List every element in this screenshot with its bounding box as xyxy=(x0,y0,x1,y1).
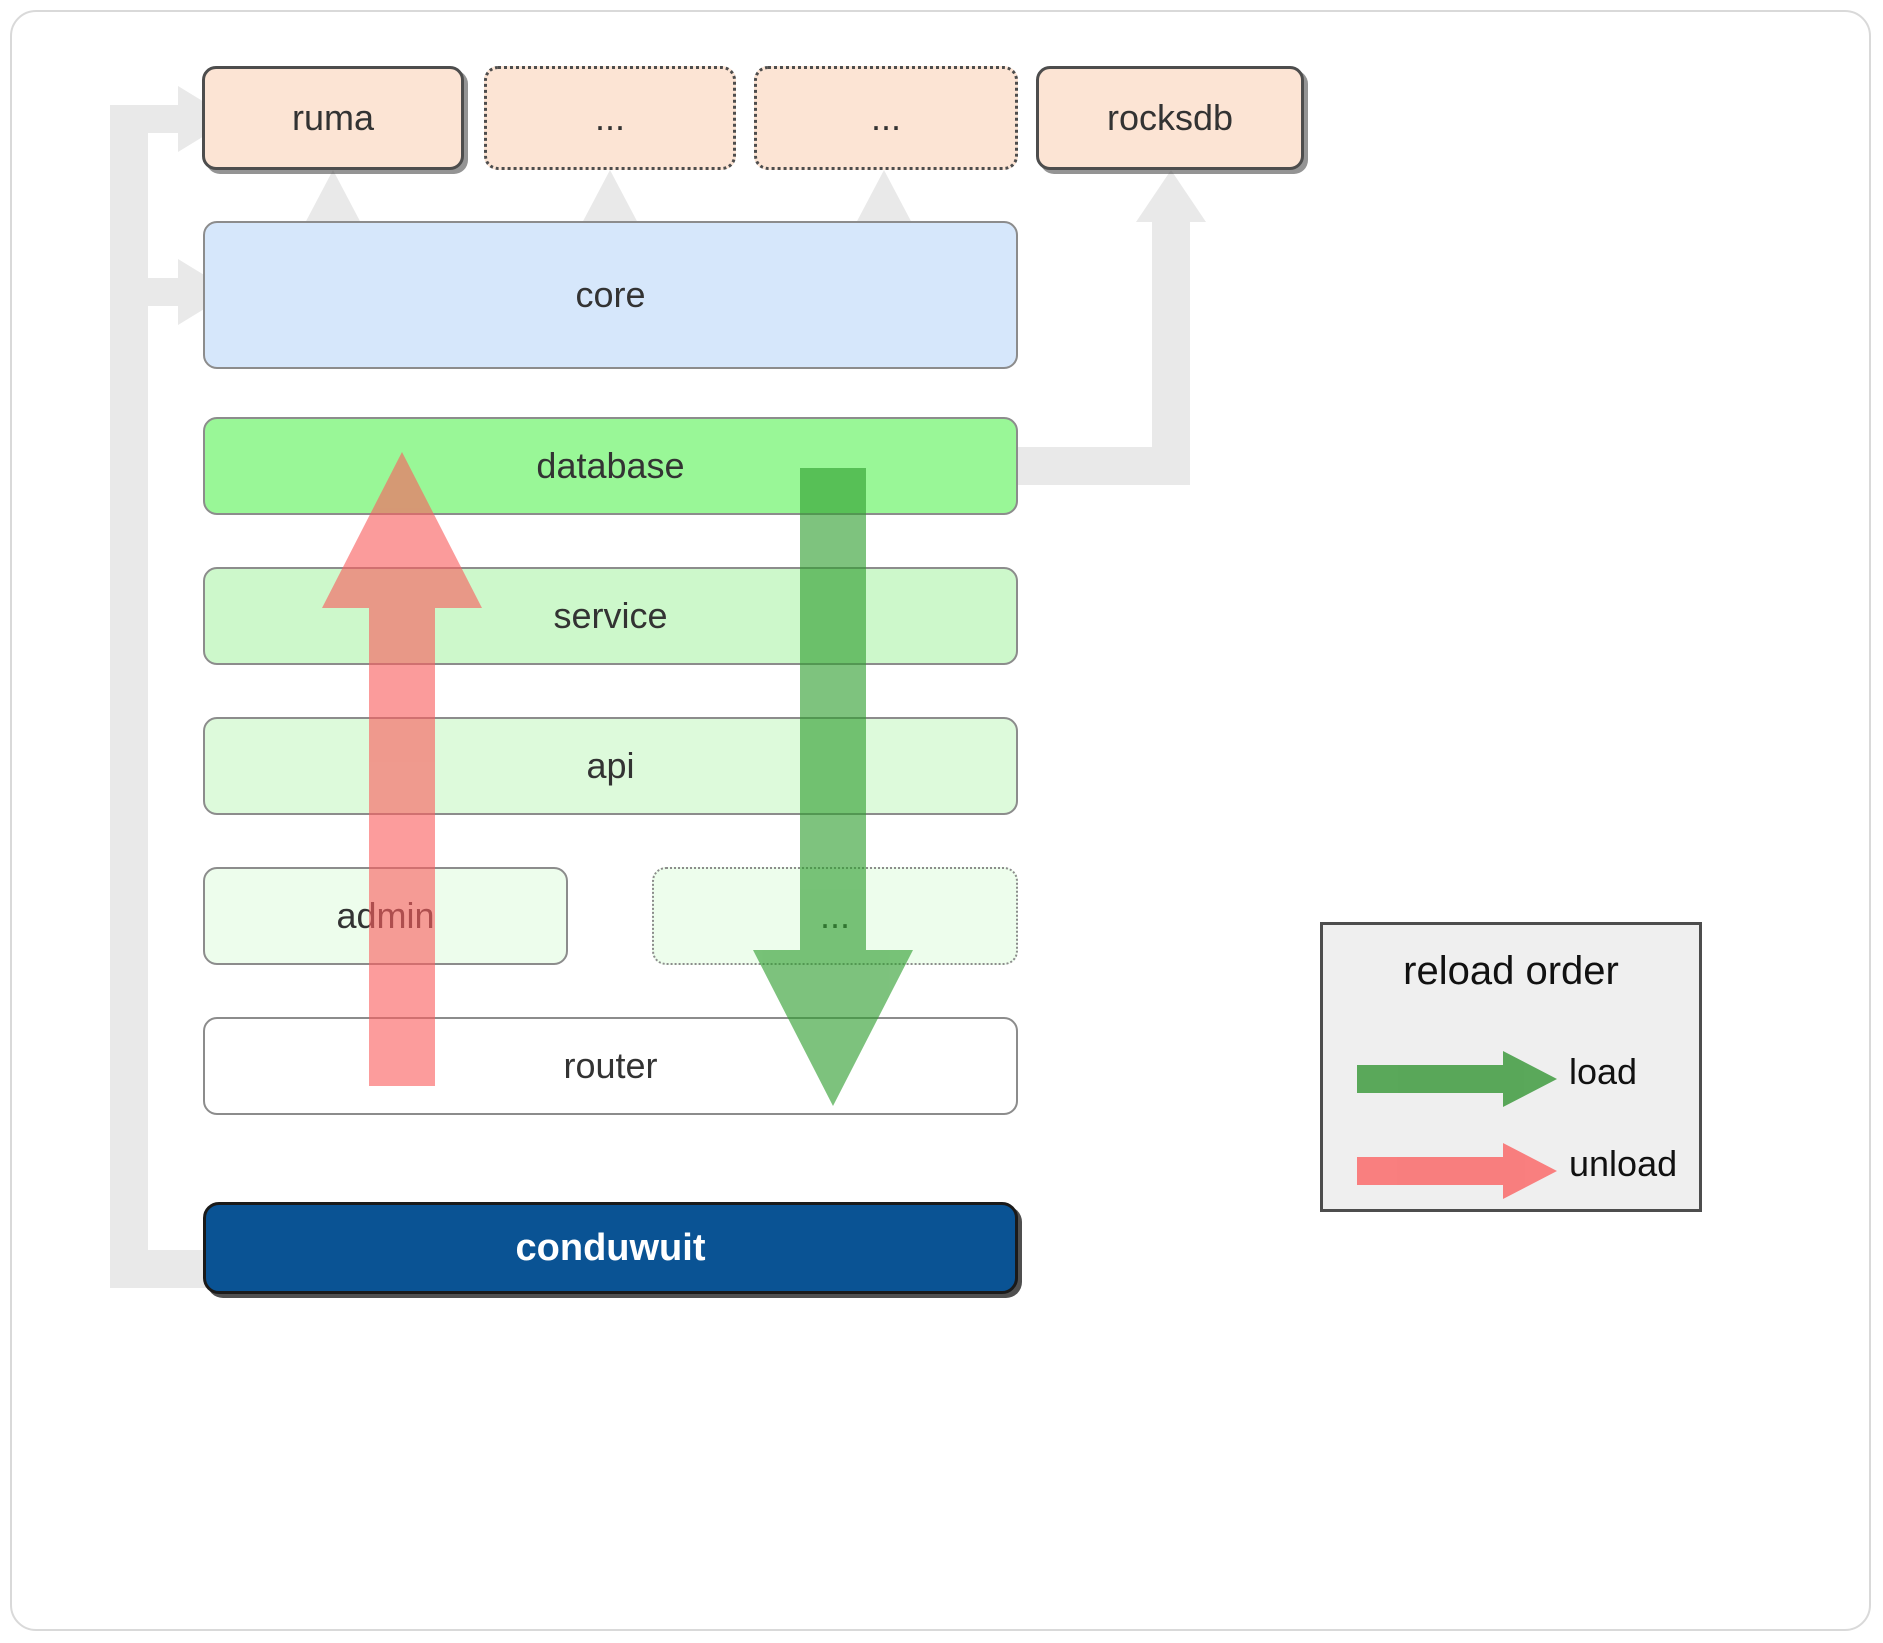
dependency-box-ruma[interactable]: ruma xyxy=(202,66,464,170)
legend-label-unload: unload xyxy=(1569,1143,1678,1184)
layer-label-core: core xyxy=(575,274,646,315)
dependency-box-ellipsis-2[interactable]: ... xyxy=(754,66,1018,170)
dependency-label-ruma: ruma xyxy=(291,97,375,138)
legend-unload-arrow-icon xyxy=(1357,1143,1557,1199)
layer-label-api: api xyxy=(586,745,635,786)
layer-box-router[interactable]: router xyxy=(203,1017,1018,1115)
layer-label-service: service xyxy=(553,595,668,636)
legend-panel: reload order load unload xyxy=(1320,922,1702,1212)
layer-label-ellipsis: ... xyxy=(819,895,850,936)
root-label-conduwuit: conduwuit xyxy=(515,1226,706,1269)
legend-label-load: load xyxy=(1569,1051,1638,1092)
layer-box-api[interactable]: api xyxy=(203,717,1018,815)
legend-row-unload: unload xyxy=(1323,1135,1699,1205)
dependency-box-ellipsis-1[interactable]: ... xyxy=(484,66,736,170)
root-box-conduwuit[interactable]: conduwuit xyxy=(203,1202,1018,1294)
layer-label-admin: admin xyxy=(336,895,435,936)
dependency-label-ellipsis-2: ... xyxy=(870,97,901,138)
dependency-box-rocksdb[interactable]: rocksdb xyxy=(1036,66,1304,170)
dependency-label-rocksdb: rocksdb xyxy=(1106,97,1234,138)
layer-box-core[interactable]: core xyxy=(203,221,1018,369)
layer-label-router: router xyxy=(563,1045,658,1086)
legend-title: reload order xyxy=(1403,949,1619,993)
legend-load-arrow-icon xyxy=(1357,1051,1557,1107)
layer-box-service[interactable]: service xyxy=(203,567,1018,665)
legend-row-load: load xyxy=(1323,1043,1699,1113)
layer-label-database: database xyxy=(536,445,685,486)
layer-box-admin[interactable]: admin xyxy=(203,867,568,965)
layer-box-database[interactable]: database xyxy=(203,417,1018,515)
dependency-label-ellipsis-1: ... xyxy=(594,97,625,138)
layer-box-ellipsis[interactable]: ... xyxy=(652,867,1018,965)
